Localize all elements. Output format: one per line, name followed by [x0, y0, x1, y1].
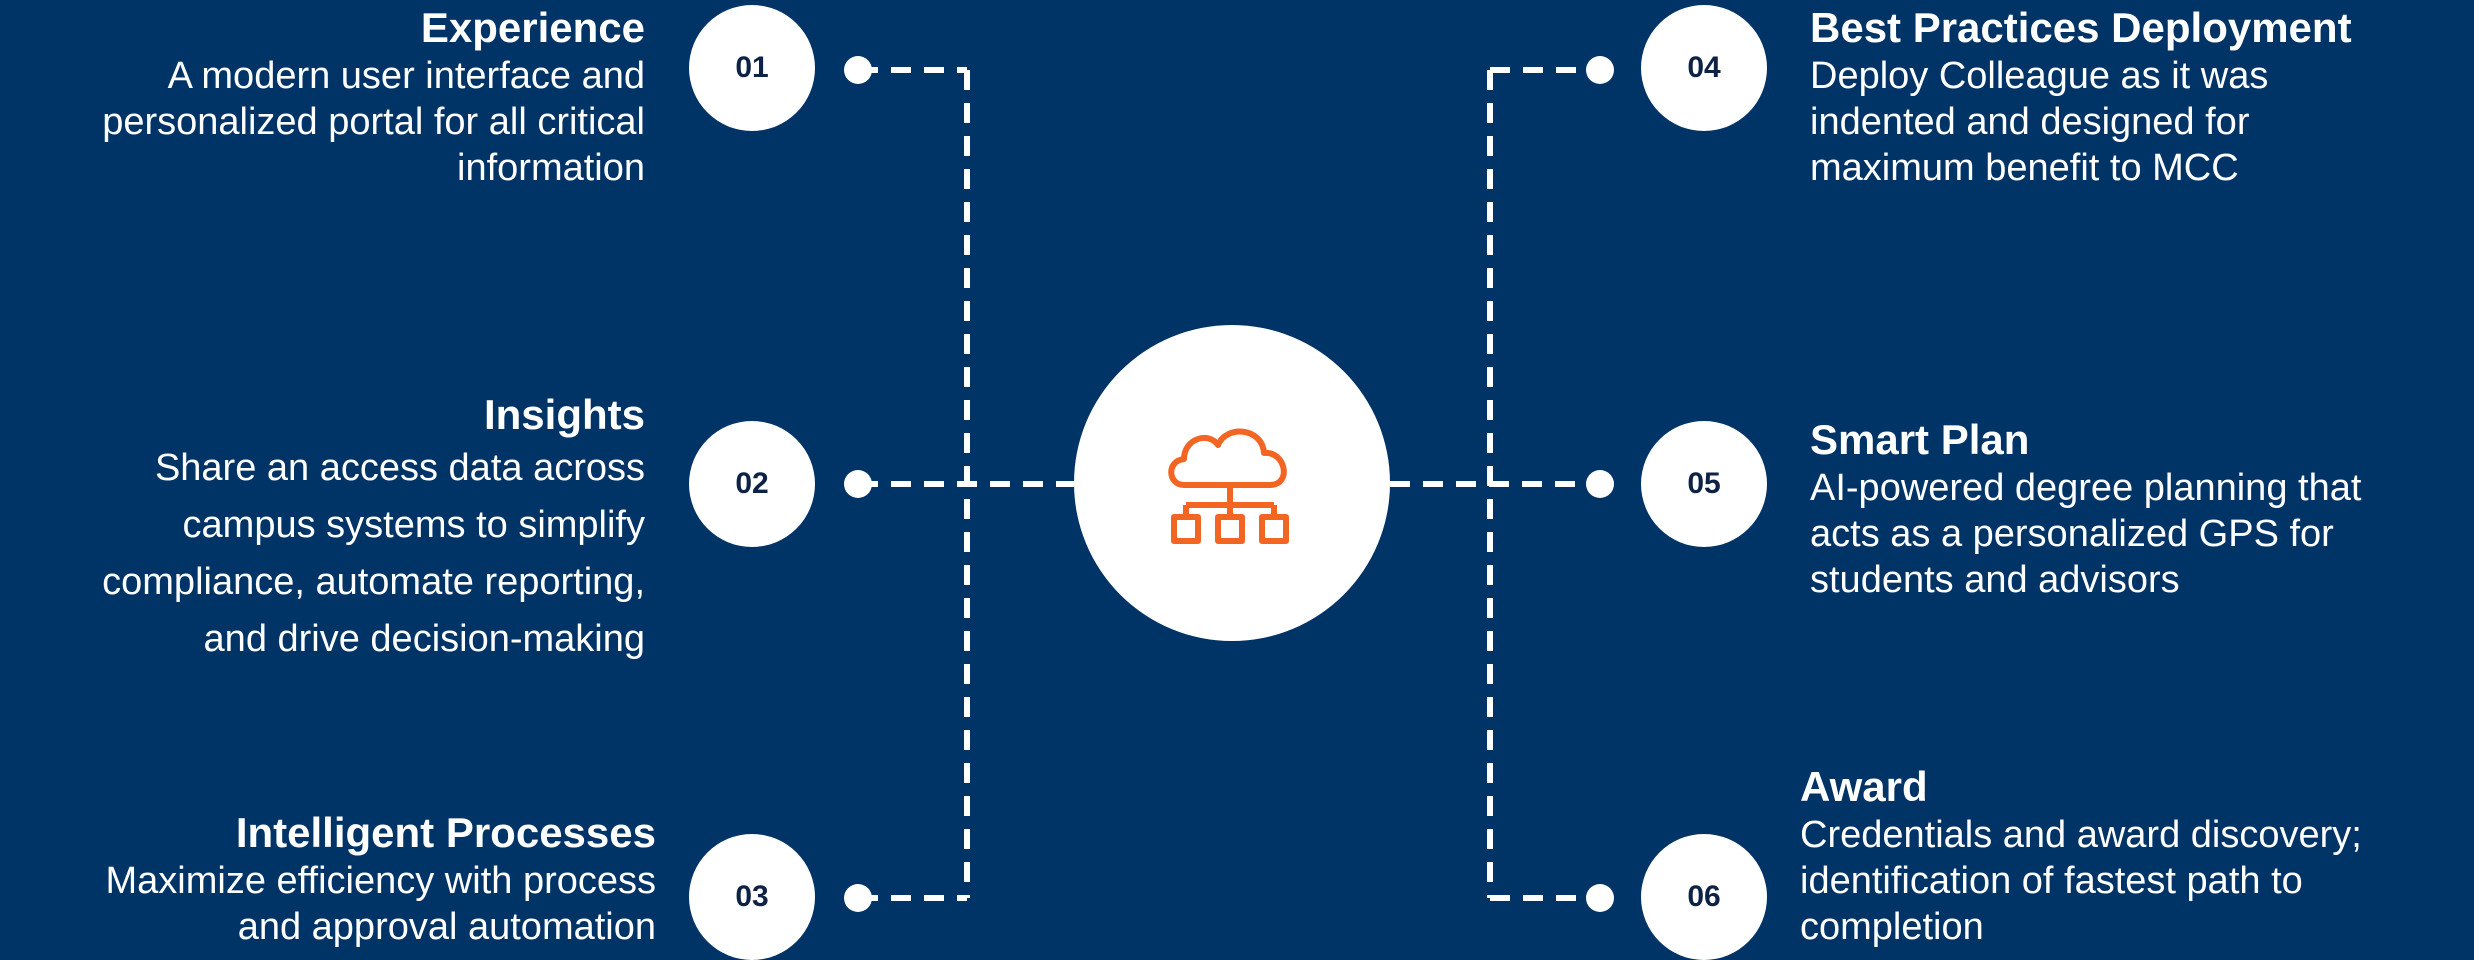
connector-dot-04	[1586, 56, 1614, 84]
step-04-desc-line-3: maximum benefit to MCC	[1810, 147, 2239, 189]
connector-dot-06	[1586, 884, 1614, 912]
cloud-network-icon	[1168, 428, 1289, 544]
step-02-desc-line-1: Share an access data across	[154, 447, 645, 489]
step-02-desc-line-2: campus systems to simplify	[182, 504, 645, 546]
step-01-desc-line-3: information	[457, 147, 645, 189]
step-01-text: Experience A modern user interface and p…	[102, 3, 645, 191]
step-06-badge: 06	[1641, 834, 1767, 960]
step-04-badge: 04	[1641, 5, 1767, 131]
step-06-desc-line-3: completion	[1800, 906, 1984, 948]
step-04-desc-line-1: Deploy Colleague as it was	[1810, 55, 2269, 97]
connector-dot-05	[1586, 470, 1614, 498]
connector-dot-03	[844, 884, 872, 912]
connector-dot-01	[844, 56, 872, 84]
step-01-title: Experience	[420, 4, 645, 51]
central-hub	[1074, 325, 1390, 641]
step-02-badge: 02	[689, 421, 815, 547]
step-04-desc-line-2: indented and designed for	[1810, 101, 2250, 143]
step-06-text: Award Credentials and award discovery; i…	[1800, 762, 2362, 950]
step-05-text: Smart Plan AI-powered degree planning th…	[1810, 415, 2361, 603]
step-03-desc-line-1: Maximize efficiency with process	[105, 860, 656, 902]
step-04-title: Best Practices Deployment	[1810, 4, 2352, 51]
step-02-title: Insights	[483, 391, 645, 438]
step-03-desc-line-2: and approval automation	[237, 906, 656, 948]
step-05-desc-line-1: AI-powered degree planning that	[1810, 467, 2362, 509]
step-05-desc-line-3: students and advisors	[1810, 559, 2180, 601]
step-05-badge: 05	[1641, 421, 1767, 547]
step-03-text: Intelligent Processes Maximize efficienc…	[106, 808, 656, 950]
step-03-title: Intelligent Processes	[235, 809, 656, 856]
step-01-desc-line-2: personalized portal for all critical	[102, 101, 645, 143]
step-06-desc-line-2: identification of fastest path to	[1800, 860, 2303, 902]
step-06-desc-line-1: Credentials and award discovery;	[1800, 814, 2362, 856]
step-05-desc-line-2: acts as a personalized GPS for	[1810, 513, 2334, 555]
step-05-title: Smart Plan	[1810, 416, 2030, 463]
step-01-desc-line-1: A modern user interface and	[167, 55, 645, 97]
step-01-badge: 01	[689, 5, 815, 131]
step-06-title: Award	[1800, 763, 1928, 810]
step-02-text: Insights Share an access data across cam…	[102, 390, 645, 668]
connector-dot-02	[844, 470, 872, 498]
step-04-text: Best Practices Deployment Deploy Colleag…	[1810, 3, 2352, 191]
step-02-desc-line-3: compliance, automate reporting,	[102, 561, 645, 603]
step-03-badge: 03	[689, 834, 815, 960]
step-02-desc-line-4: and drive decision-making	[203, 618, 645, 660]
